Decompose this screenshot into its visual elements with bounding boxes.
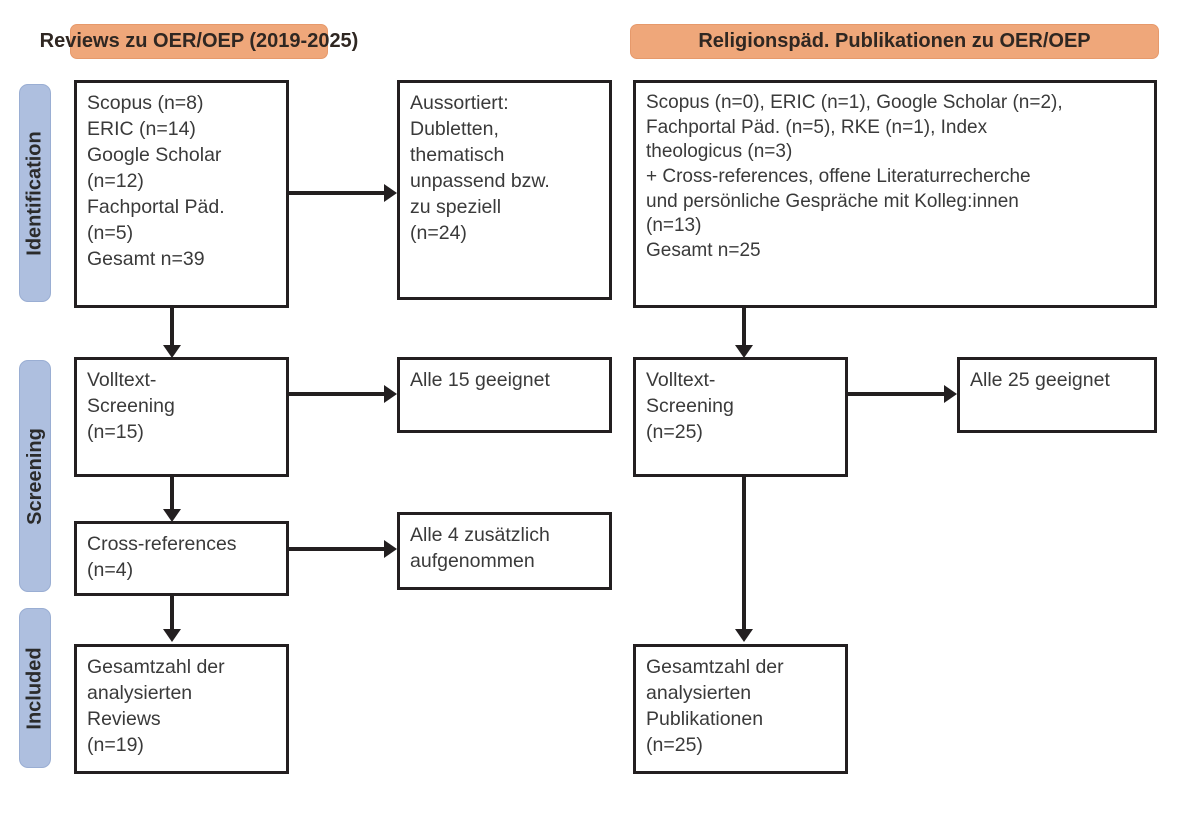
connector-right-screening-to-result: [848, 392, 944, 396]
column-header-reviews-label: Reviews zu OER/OEP (2019-2025): [39, 30, 359, 52]
stage-tab-screening: Screening: [19, 360, 51, 592]
arrowhead-left-included: [163, 629, 181, 642]
box-left-fulltext-screening: Volltext- Screening (n=15): [74, 357, 289, 477]
stage-tab-screening-label: Screening: [23, 427, 46, 525]
box-left-excluded: Aussortiert: Dubletten, thematisch unpas…: [397, 80, 612, 300]
connector-right-identification-to-screening: [742, 308, 746, 348]
stage-tab-included-label: Included: [23, 646, 46, 730]
connector-right-screening-to-included: [742, 477, 746, 632]
arrowhead-left-crossrefs: [163, 509, 181, 522]
box-left-included: Gesamtzahl der analysierten Reviews (n=1…: [74, 644, 289, 774]
connector-left-screening-to-result: [289, 392, 384, 396]
column-header-reviews: Reviews zu OER/OEP (2019-2025): [40, 24, 358, 59]
connector-left-crossrefs-to-result: [289, 547, 384, 551]
box-left-crossrefs-result: Alle 4 zusätzlich aufgenommen: [397, 512, 612, 590]
connector-left-identification-to-excluded: [289, 191, 384, 195]
connector-left-identification-to-screening: [170, 308, 174, 348]
box-right-fulltext-screening: Volltext- Screening (n=25): [633, 357, 848, 477]
column-header-publications-label: Religionspäd. Publikationen zu OER/OEP: [698, 30, 1091, 52]
arrowhead-right-included: [735, 629, 753, 642]
stage-tab-identification-label: Identification: [23, 130, 46, 256]
arrowhead-left-crossrefs-result: [384, 540, 397, 558]
arrowhead-right-screening-result: [944, 385, 957, 403]
stage-tab-included: Included: [19, 608, 51, 768]
box-right-identification-sources: Scopus (n=0), ERIC (n=1), Google Scholar…: [633, 80, 1157, 308]
arrowhead-left-excluded: [384, 184, 397, 202]
stage-tab-identification: Identification: [19, 84, 51, 302]
box-right-included: Gesamtzahl der analysierten Publikatione…: [633, 644, 848, 774]
box-left-crossrefs: Cross-references (n=4): [74, 521, 289, 596]
arrowhead-right-screening: [735, 345, 753, 358]
connector-left-crossrefs-to-included: [170, 596, 174, 632]
box-left-screening-result: Alle 15 geeignet: [397, 357, 612, 433]
box-right-screening-result: Alle 25 geeignet: [957, 357, 1157, 433]
arrowhead-left-screening-result: [384, 385, 397, 403]
arrowhead-left-screening: [163, 345, 181, 358]
column-header-publications: Religionspäd. Publikationen zu OER/OEP: [630, 24, 1159, 59]
connector-left-screening-to-crossrefs: [170, 477, 174, 512]
box-left-identification-sources: Scopus (n=8) ERIC (n=14) Google Scholar …: [74, 80, 289, 308]
